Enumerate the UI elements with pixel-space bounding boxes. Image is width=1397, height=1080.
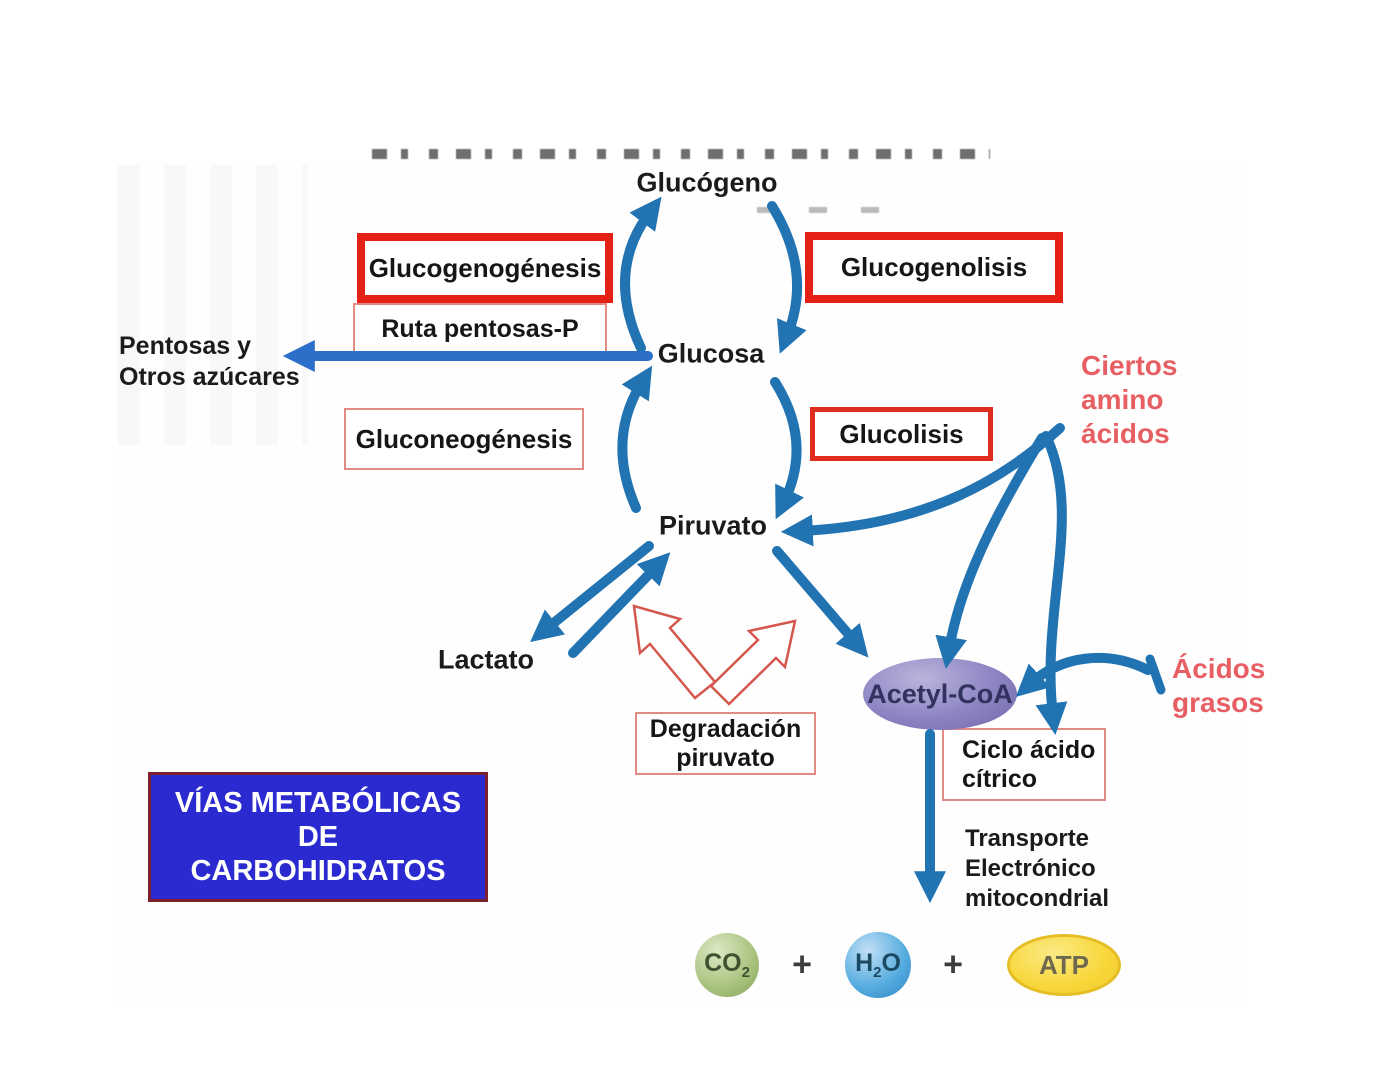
plus-sign-2: + <box>943 945 963 984</box>
cropped-text-artifact <box>372 149 990 159</box>
label-grasos-line2: grasos <box>1172 687 1264 718</box>
label-transporte-line2: Electrónico <box>965 855 1096 882</box>
atp-label: ATP <box>1038 949 1090 980</box>
box-degradacion-line2: piruvato <box>676 743 775 772</box>
plus-sign-1: + <box>792 945 812 984</box>
label-ciertos-line3: ácidos <box>1081 418 1170 449</box>
box-ciclo-line1: Ciclo ácido <box>962 735 1096 764</box>
label-acidos-grasos: Ácidos grasos <box>1172 652 1265 720</box>
label-pentosas-line2: Otros azúcares <box>119 363 300 391</box>
cropped-text-artifact-small <box>757 207 897 213</box>
title-line2: DE <box>297 821 339 853</box>
box-glucogenogenesis: Glucogenogénesis <box>357 233 613 303</box>
node-glucosa: Glucosa <box>657 338 765 369</box>
label-transporte: Transporte Electrónico mitocondrial <box>965 824 1109 914</box>
box-glucogenolisis: Glucogenolisis <box>805 232 1063 303</box>
label-ciertos-aminoacidos: Ciertos amino ácidos <box>1081 349 1177 451</box>
box-gluconeogenesis-label: Gluconeogénesis <box>355 423 573 454</box>
box-ruta-pentosas: Ruta pentosas-P <box>353 303 607 355</box>
title-line3: CARBOHIDRATOS <box>190 855 446 887</box>
box-glucogenogenesis-label: Glucogenogénesis <box>368 252 602 283</box>
label-pentosas: Pentosas y Otros azúcares <box>119 331 300 393</box>
box-degradacion-piruvato: Degradación piruvato <box>635 712 816 775</box>
product-h2o: H2O <box>845 932 911 998</box>
box-glucolisis-label: Glucolisis <box>839 418 964 449</box>
label-grasos-line1: Ácidos <box>1172 653 1266 684</box>
product-atp: ATP <box>1007 934 1121 996</box>
label-transporte-line1: Transporte <box>965 825 1090 852</box>
box-ciclo-line2: cítrico <box>962 764 1038 793</box>
title-line1: VÍAS METABÓLICAS <box>174 787 462 819</box>
box-glucolisis: Glucolisis <box>810 407 993 461</box>
co2-label: CO2 <box>704 949 750 981</box>
label-ciertos-line1: Ciertos <box>1081 350 1178 381</box>
product-co2: CO2 <box>695 933 759 997</box>
node-piruvato: Piruvato <box>658 510 768 541</box>
box-ruta-pentosas-label: Ruta pentosas-P <box>381 314 579 343</box>
jpeg-ghost-artifact <box>118 165 308 445</box>
label-transporte-line3: mitocondrial <box>965 885 1110 912</box>
node-acetyl-coa: Acetyl-CoA <box>863 658 1017 730</box>
label-pentosas-line1: Pentosas y <box>119 332 252 360</box>
box-glucogenolisis-label: Glucogenolisis <box>840 252 1028 282</box>
box-gluconeogenesis: Gluconeogénesis <box>344 408 584 470</box>
node-glucogeno: Glucógeno <box>636 167 778 198</box>
box-ciclo-acido-citrico: Ciclo ácido cítrico <box>942 728 1106 801</box>
label-ciertos-line2: amino <box>1081 384 1164 415</box>
node-lactato: Lactato <box>437 644 535 675</box>
h2o-label: H2O <box>855 949 901 981</box>
acetyl-coa-label: Acetyl-CoA <box>867 678 1013 709</box>
box-degradacion-line1: Degradación <box>649 714 802 743</box>
title-box: VÍAS METABÓLICAS DE CARBOHIDRATOS <box>148 772 488 902</box>
